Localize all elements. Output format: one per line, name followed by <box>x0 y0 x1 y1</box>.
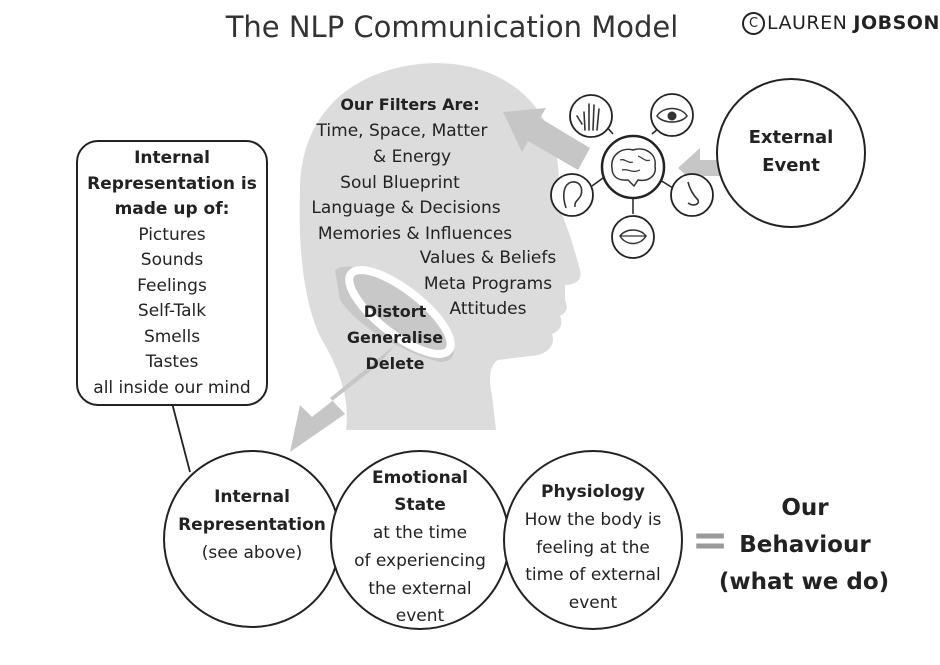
circle-title: Emotional <box>371 468 469 488</box>
circle-title: Physiology <box>540 482 646 502</box>
brain-icon <box>600 134 666 200</box>
external-event-line: Event <box>762 155 820 176</box>
circle-sub: time of external <box>525 565 661 585</box>
box-item: Sounds <box>140 250 204 270</box>
box-heading-line: Representation is <box>87 173 257 194</box>
internal-representation-box: Internal Representation is made up of: P… <box>76 140 268 406</box>
process-generalise: Generalise <box>346 328 444 347</box>
circle-title: Representation <box>178 515 326 535</box>
filter-line: Memories & Influences <box>317 224 513 244</box>
filter-line: Meta Programs <box>423 274 553 294</box>
arrow-to-internal <box>290 345 395 452</box>
emotional-state-circle: Emotional State at the time of experienc… <box>330 450 510 630</box>
filter-line: Time, Space, Matter <box>316 121 488 141</box>
page-title: The NLP Communication Model <box>225 10 679 44</box>
ear-icon <box>550 173 594 217</box>
circle-sub: the external <box>368 579 472 599</box>
physiology-circle: Physiology How the body is feeling at th… <box>503 450 683 630</box>
behaviour-line: Behaviour <box>739 532 871 558</box>
arrow-into-head <box>503 108 590 170</box>
process-distort: Distort <box>363 302 427 321</box>
funnel-ring <box>345 266 455 358</box>
brand-last-name: JOBSON <box>853 12 940 34</box>
circle-sub: at the time <box>372 523 468 543</box>
nose-icon <box>670 173 714 217</box>
box-item: Feelings <box>137 275 207 296</box>
circle-title: Internal <box>214 487 290 507</box>
equals-sign: = <box>691 515 729 566</box>
brand-first-name: LAUREN <box>767 12 848 34</box>
external-event-circle: External Event <box>716 78 866 228</box>
filter-line: Language & Decisions <box>311 198 501 218</box>
circle-title: State <box>394 495 446 515</box>
filters-heading: Our Filters Are: <box>340 95 480 114</box>
circle-sub: feeling at the <box>536 538 650 558</box>
circle-sub: How the body is <box>524 510 662 530</box>
funnel-shape <box>335 266 455 362</box>
box-heading-line: made up of: <box>114 199 230 219</box>
box-item: all inside our mind <box>93 377 251 398</box>
box-item: Pictures <box>138 224 206 245</box>
internal-representation-circle: Internal Representation (see above) <box>163 450 341 628</box>
circle-sub: event <box>395 606 445 626</box>
circle-sub: event <box>568 593 618 613</box>
external-event-line: External <box>748 127 834 148</box>
behaviour-line: Our <box>781 495 829 521</box>
box-item: Smells <box>143 326 201 347</box>
box-item: Tastes <box>145 352 199 372</box>
box-item: Self-Talk <box>137 301 207 321</box>
copyright-icon: C <box>742 12 765 35</box>
box-heading-line: Internal <box>134 148 210 168</box>
eye-icon <box>650 93 694 137</box>
mouth-icon <box>611 215 655 259</box>
behaviour-line: (what we do) <box>718 569 890 595</box>
hand-icon <box>569 94 613 138</box>
process-delete: Delete <box>365 354 425 373</box>
head-silhouette <box>299 63 581 431</box>
filter-line: Values & Beliefs <box>419 248 557 268</box>
circle-sub: of experiencing <box>354 551 486 571</box>
filter-line: Attitudes <box>449 299 527 319</box>
box-connector <box>171 402 191 473</box>
filter-line: Soul Blueprint <box>340 173 460 193</box>
filter-line: & Energy <box>372 147 452 167</box>
circle-sub: (see above) <box>201 543 303 563</box>
